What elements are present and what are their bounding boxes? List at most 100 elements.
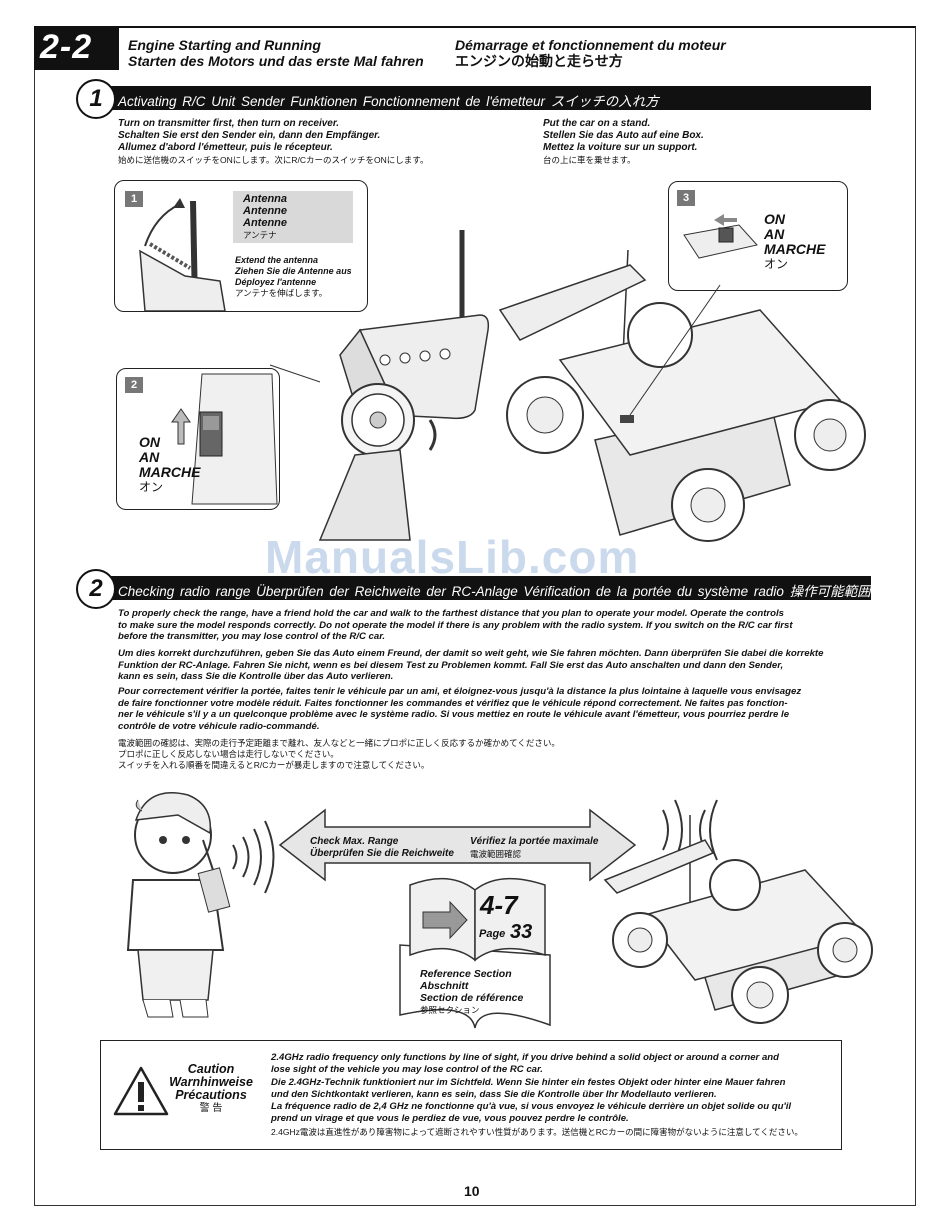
label-fr: MARCHE <box>139 464 201 480</box>
step1-title: Activating R/C Unit Sender Funktionen Fo… <box>118 94 659 109</box>
instruction-jp: 台の上に車を乗せます。 <box>543 155 636 165</box>
label-en: ON <box>764 211 785 227</box>
buggy-illustration <box>603 799 873 1024</box>
section-number: 2-2 <box>40 28 93 66</box>
inset2-pointer <box>269 364 321 383</box>
antenna-detail-illustration <box>139 198 226 311</box>
caution-line: 2.4GHz電波は直進性があり障害物によって遮断されやすい性質があります。送信機… <box>271 1126 803 1137</box>
title-jp: エンジンの始動と走らせ方 <box>455 53 623 69</box>
line: プロポに正しく反応しない場合は走行しないでください。 <box>118 749 339 759</box>
label-fr: Déployez l'antenne <box>235 277 317 287</box>
title-en: Engine Starting and Running <box>128 37 321 53</box>
caution-labels: Caution Warnhinweise Précautions 警 告 <box>161 1063 261 1115</box>
label-de: Abschnitt <box>420 980 469 992</box>
step2-number: 2 <box>76 569 116 609</box>
car-switch-on-label: ON AN MARCHE オン <box>764 212 825 272</box>
title-fr: Démarrage et fonctionnement du moteur <box>455 37 726 53</box>
step1-instructions-right: Put the car on a stand. Stellen Sie das … <box>543 118 704 166</box>
label-jp: 警 告 <box>199 1103 223 1114</box>
arrow-label-left: Check Max. Range Überprüfen Sie die Reic… <box>310 836 454 860</box>
range-double-arrow <box>278 808 637 882</box>
label-de: AN <box>764 226 785 242</box>
label-jp: アンテナを伸ばします。 <box>235 288 328 298</box>
inset-badge: 3 <box>677 190 695 206</box>
line: ner le véhicule s'il y a un quelconque p… <box>118 709 790 720</box>
range-paragraph-en: To properly check the range, have a frie… <box>118 608 858 643</box>
reference-section-label: Reference Section Abschnitt Section de r… <box>420 968 523 1016</box>
line: Pour correctement vérifier la portée, fa… <box>118 686 802 697</box>
reference-page-label: Page <box>479 928 506 940</box>
instruction-fr: Mettez la voiture sur un support. <box>543 142 698 153</box>
line: to make sure the model responds correctl… <box>118 619 793 631</box>
label-de: Warnhinweise <box>169 1075 253 1089</box>
line: 電波範囲の確認は、実際の走行予定距離まで離れ、友人などと一緒にプロポに正しく反応… <box>118 738 560 748</box>
label-jp: アンテナ <box>243 230 277 240</box>
line: de faire fonctionner votre modèle réduit… <box>118 697 788 709</box>
label-fr: Vérifiez la portée maximale <box>470 836 599 847</box>
label-de: Ziehen Sie die Antenne aus <box>235 266 352 276</box>
buggy-on-stand-illustration <box>498 249 866 542</box>
line: To properly check the range, have a frie… <box>118 608 785 619</box>
label-fr: Antenne <box>243 217 287 229</box>
inset-transmitter-switch: 2 ON AN MARCHE オン <box>116 368 280 510</box>
instruction-de: Schalten Sie erst den Sender ein, dann d… <box>118 130 381 141</box>
instruction-en: Turn on transmitter first, then turn on … <box>118 118 339 129</box>
line: Funktion der RC-Anlage. Fahren Sie nicht… <box>118 659 784 671</box>
label-fr: MARCHE <box>764 241 826 257</box>
inset-badge: 2 <box>125 377 143 393</box>
label-en: Extend the antenna <box>235 255 319 265</box>
warning-triangle-icon <box>113 1066 169 1116</box>
label-en: Antenna <box>243 193 287 205</box>
boy-with-transmitter-illustration <box>126 792 275 1018</box>
arrow-label-right: Vérifiez la portée maximale 電波範囲確認 <box>470 836 598 860</box>
caution-line: prend un virage et que vous le perdiez d… <box>271 1113 629 1125</box>
inset-car-switch: 3 ON AN MARCHE オン <box>668 181 848 291</box>
inset-antenna: 1 Antenna Antenne Antenne アンテナ Extend th… <box>114 180 368 312</box>
range-paragraph-de: Um dies korrekt durchzuführen, geben Sie… <box>118 648 858 683</box>
reference-book-illustration <box>399 877 551 1029</box>
caution-line: lose sight of the vehicle you may lose c… <box>271 1064 543 1076</box>
label-en: Reference Section <box>420 968 512 980</box>
instruction-de: Stellen Sie das Auto auf eine Box. <box>543 130 704 141</box>
caution-line: 2.4GHz radio frequency only functions by… <box>271 1052 780 1063</box>
label-de: AN <box>139 449 160 465</box>
car-switch-detail-illustration <box>683 214 758 259</box>
extend-antenna-label: Extend the antenna Ziehen Sie die Antenn… <box>235 255 352 299</box>
watermark: ManualsLib.com <box>265 531 640 583</box>
label-de: Antenne <box>243 205 287 217</box>
label-fr: Précautions <box>175 1088 247 1102</box>
label-jp: オン <box>139 480 164 494</box>
step2-title: Checking radio range Überprüfen der Reic… <box>118 584 912 599</box>
reference-section-number: 4-7 <box>480 890 518 920</box>
label-jp: 参照セクション <box>420 1005 480 1015</box>
page-number: 10 <box>464 1183 480 1199</box>
line: kann es sein, dass Sie die Kontrolle übe… <box>118 671 394 682</box>
label-fr: Section de référence <box>420 992 524 1004</box>
inset3-pointer <box>629 284 721 416</box>
transmitter-illustration <box>318 230 490 541</box>
line: スイッチを入れる順番を間違えるとR/Cカーが暴走しますので注意してください。 <box>118 760 430 770</box>
caution-line: Die 2.4GHz-Technik funktioniert nur im S… <box>271 1076 786 1088</box>
antenna-label-box <box>233 191 353 243</box>
line: before the transmitter, you may lose con… <box>118 631 386 642</box>
label-en: Check Max. Range <box>310 836 399 847</box>
page-frame <box>34 26 916 1206</box>
range-paragraph-jp: 電波範囲の確認は、実際の走行予定距離まで離れ、友人などと一緒にプロポに正しく反応… <box>118 738 858 771</box>
switch-on-label: ON AN MARCHE オン <box>139 435 200 495</box>
label-jp: オン <box>764 257 789 271</box>
antenna-label: Antenna Antenne Antenne アンテナ <box>243 193 287 241</box>
caution-line: La fréquence radio de 2,4 GHz ne fonctio… <box>271 1101 792 1113</box>
instruction-jp: 始めに送信機のスイッチをONにします。次にR/CカーのスイッチをONにします。 <box>118 155 429 165</box>
inset-badge: 1 <box>125 191 143 207</box>
step2-bar: Checking radio range Überprüfen der Reic… <box>96 576 911 600</box>
step1-instructions-left: Turn on transmitter first, then turn on … <box>118 118 428 166</box>
caution-box: Caution Warnhinweise Précautions 警 告 2.4… <box>100 1040 842 1150</box>
label-jp: 電波範囲確認 <box>470 849 522 859</box>
caution-text: 2.4GHz radio frequency only functions by… <box>271 1052 831 1138</box>
caution-line: und den Sichtkontakt verlieren, kann es … <box>271 1088 717 1100</box>
line: contrôle de votre véhicule radio-command… <box>118 720 320 732</box>
label-de: Überprüfen Sie die Reichweite <box>310 848 454 859</box>
step1-bar: Activating R/C Unit Sender Funktionen Fo… <box>96 86 871 110</box>
instruction-en: Put the car on a stand. <box>543 118 651 129</box>
title-de: Starten des Motors und das erste Mal fah… <box>128 53 424 69</box>
